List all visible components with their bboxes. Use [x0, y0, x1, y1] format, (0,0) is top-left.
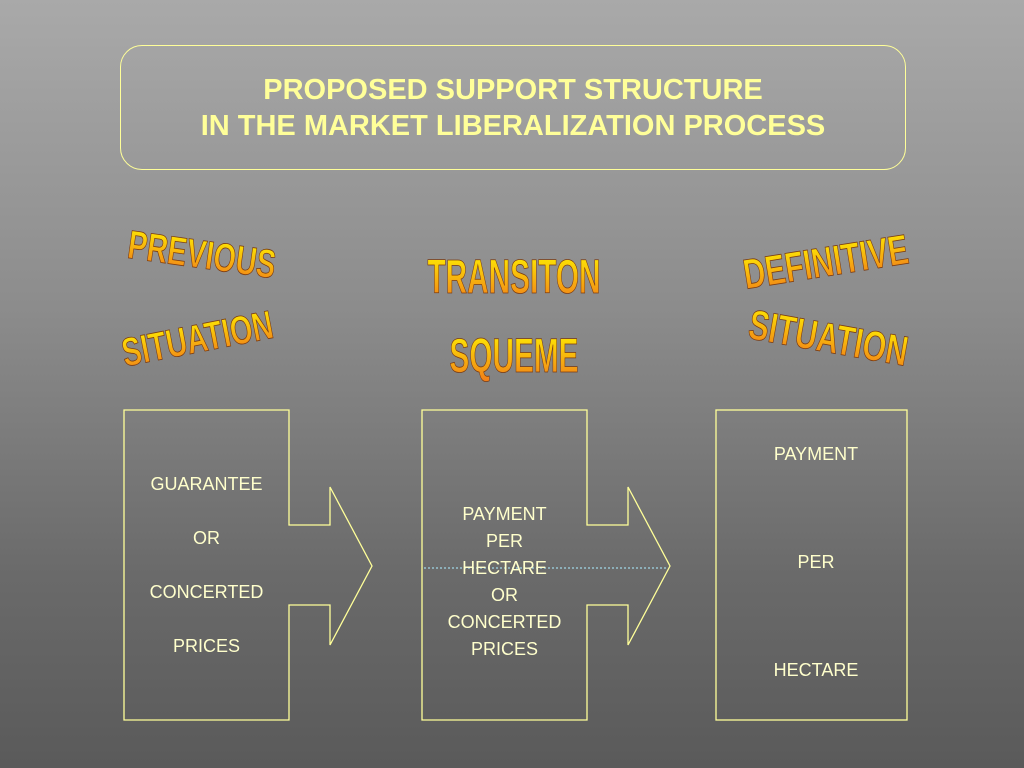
box2-line3: HECTARE: [462, 558, 547, 578]
arrow-box-previous: [123, 409, 373, 721]
heading-previous: PREVIOUS SITUATION: [118, 222, 279, 376]
heading-transition: TRANSITON SQUEME: [427, 251, 601, 384]
title-line-1: PROPOSED SUPPORT STRUCTURE: [263, 73, 763, 106]
heading-definitive: DEFINITIVE SITUATION: [740, 225, 912, 375]
box2-line1: PAYMENT: [462, 504, 547, 524]
title-line-2: IN THE MARKET LIBERALIZATION PROCESS: [200, 109, 826, 142]
arrow-box-transition: [421, 409, 671, 721]
box2-line4: OR: [491, 585, 518, 605]
heading-transition-line1: TRANSITON: [427, 251, 600, 304]
box1-line2: OR: [193, 528, 220, 548]
box-definitive: [715, 409, 908, 721]
heading-previous-line1: PREVIOUS: [125, 222, 279, 287]
box2-line6: PRICES: [470, 639, 539, 659]
heading-definitive-line1: DEFINITIVE: [740, 226, 912, 298]
box-transition-text: PAYMENT PER HECTARE OR CONCERTED PRICES: [422, 501, 587, 663]
title-box: PROPOSED SUPPORT STRUCTURE IN THE MARKET…: [120, 45, 906, 170]
box2-line2: PER: [485, 531, 523, 551]
heading-definitive-line2: SITUATION: [745, 301, 911, 375]
box1-line1: GUARANTEE: [150, 474, 263, 494]
box3-line2: PER: [797, 552, 835, 572]
heading-transition-line2: SQUEME: [450, 330, 579, 383]
box-previous-text: GUARANTEE OR CONCERTED PRICES: [124, 474, 289, 690]
box3-line1: PAYMENT: [773, 444, 859, 464]
heading-previous-line2: SITUATION: [118, 302, 277, 375]
box1-line4: PRICES: [172, 636, 241, 656]
box1-line3: CONCERTED: [149, 582, 264, 602]
box3-line3: HECTARE: [773, 660, 859, 680]
box-definitive-text: PAYMENT PER HECTARE: [716, 444, 916, 681]
box2-line5: CONCERTED: [447, 612, 562, 632]
